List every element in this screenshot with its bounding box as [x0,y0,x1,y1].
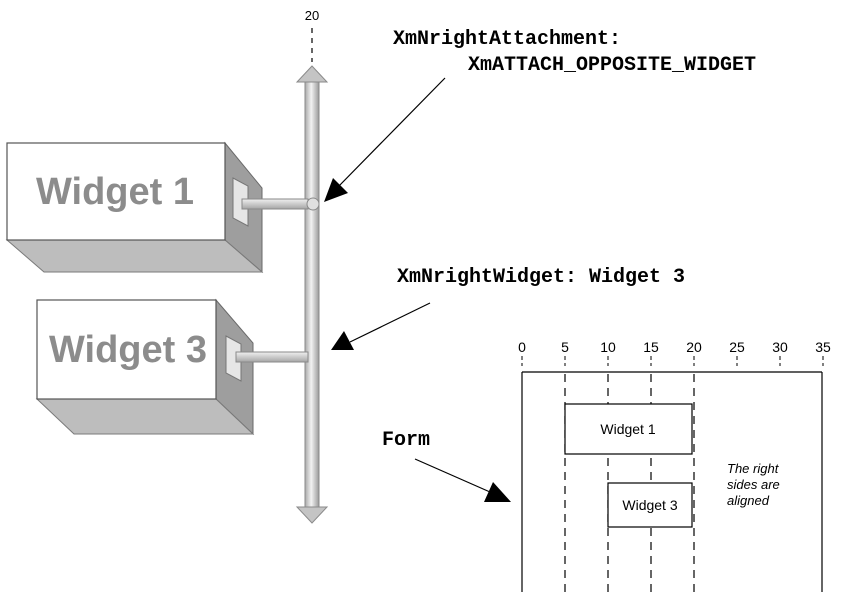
right-widget-arrow [331,302,431,350]
right-attachment-value-callout: XmATTACH_OPPOSITE_WIDGET [468,54,756,77]
ruler-tick-label-30: 30 [772,339,788,355]
widget-3-label: Widget 3 [49,329,207,371]
form-schematic: 0 5 10 15 20 25 30 35 Widget 1 Widget 3 The rig… [518,339,831,592]
ruler-tick-label-25: 25 [729,339,745,355]
form-callout: Form [382,429,430,452]
form-ruler: 0 5 10 15 20 25 30 35 [518,339,831,592]
ruler-tick-label-5: 5 [561,339,569,355]
form-widget-1-box [564,403,693,455]
widget-1-connector-knob [306,197,320,211]
aligned-note-line-1: The right [727,461,780,476]
aligned-note-line-3: aligned [727,493,770,508]
ruler-tick-label-20: 20 [686,339,702,355]
aligned-note: The right sides are aligned [727,461,783,508]
ruler-tick-label-35: 35 [815,339,831,355]
widget-3-block: Widget 3 [35,298,255,436]
widget-1-connector [241,198,309,210]
right-attachment-callout: XmNrightAttachment: [393,28,621,51]
ruler-tick-label-10: 10 [600,339,616,355]
form-widget-1-label: Widget 1 [600,421,655,437]
form-arrow [414,458,511,502]
ruler-tick-label-0: 0 [518,339,526,355]
form-widget-3-box [607,482,693,528]
form-widget-3-label: Widget 3 [622,497,677,513]
widget-1-block: Widget 1 [5,141,264,274]
widget-1-label: Widget 1 [36,171,194,213]
aligned-note-line-2: sides are [727,477,780,492]
right-attachment-arrow [324,77,446,202]
right-widget-callout: XmNrightWidget: Widget 3 [397,266,685,289]
attachment-axis-bar [295,65,329,524]
ruler-tick-label-15: 15 [643,339,659,355]
widget-3-connector [235,351,309,363]
axis-position-label: 20 [305,8,319,23]
